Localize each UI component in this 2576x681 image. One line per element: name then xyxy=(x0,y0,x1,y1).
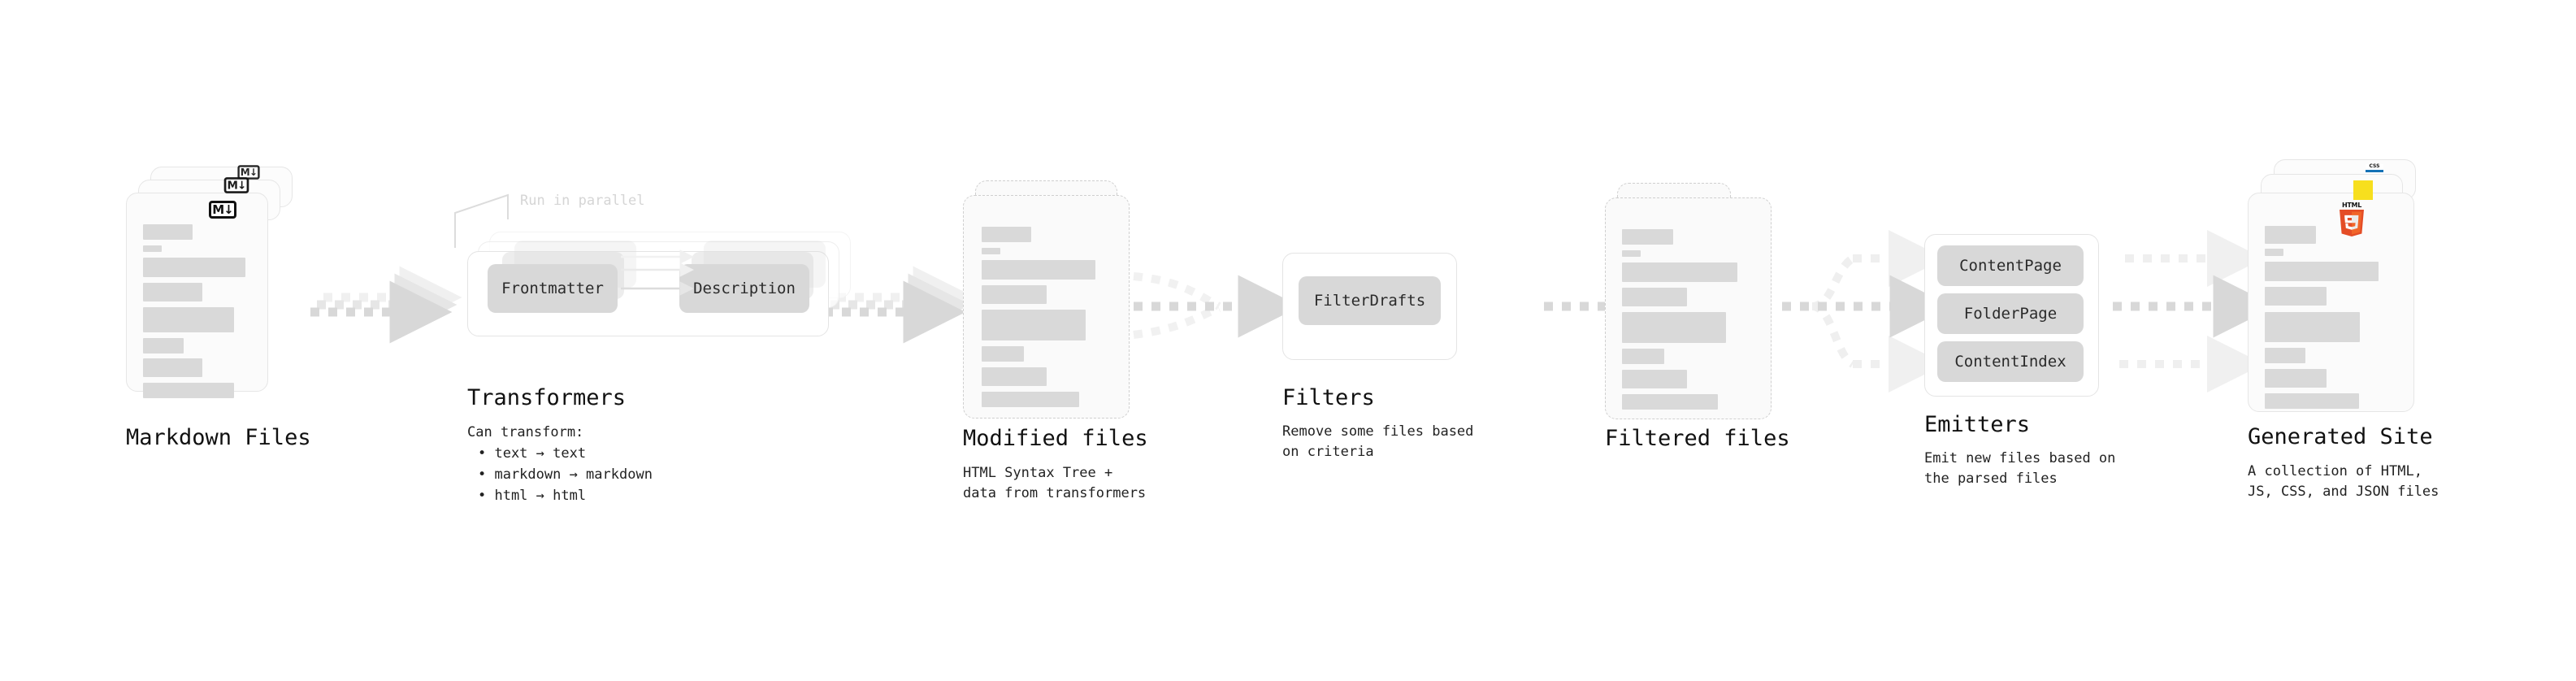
markdown-badge-label: M xyxy=(212,202,224,217)
css3-badge: CSS xyxy=(2366,164,2383,174)
markdown-arrow-glyph: ↓ xyxy=(249,166,258,178)
skeleton-bar xyxy=(982,310,1086,340)
generated-site-card-stack: CSS HTML xyxy=(2248,159,2416,412)
skeleton-bar xyxy=(982,227,1031,242)
css3-badge-label: CSS xyxy=(2369,163,2380,169)
skeleton-bar xyxy=(2265,287,2327,306)
skeleton-bar xyxy=(1622,229,1673,245)
bullet-item: • markdown → markdown xyxy=(478,466,653,483)
skeleton-bar xyxy=(2265,393,2359,409)
emitter-chip-folderpage[interactable]: FolderPage xyxy=(1937,293,2084,334)
html5-badge: HTML xyxy=(2338,202,2366,236)
html5-badge-word: HTML xyxy=(2341,202,2361,209)
stage-title-emitters: Emitters xyxy=(1924,412,2031,437)
skeleton-bar xyxy=(143,338,184,354)
skeleton-bar xyxy=(982,285,1047,304)
emitters-description: Emit new files based on the parsed files xyxy=(1924,450,2116,487)
skeleton-bar xyxy=(982,392,1079,407)
transformer-chip-label: Description xyxy=(693,280,796,297)
stage-title-generated-site: Generated Site xyxy=(2248,424,2433,449)
skeleton-bar xyxy=(982,260,1095,280)
connector-modified-to-filters xyxy=(1133,272,1301,339)
generated-site-description: A collection of HTML, JS, CSS, and JSON … xyxy=(2248,463,2439,500)
transformer-inner-arrows xyxy=(621,249,694,296)
javascript-badge xyxy=(2353,180,2373,200)
markdown-badge-label: M xyxy=(227,178,238,192)
connector-filtered-to-emitters xyxy=(1782,230,1953,393)
filter-chip-filterdrafts[interactable]: FilterDrafts xyxy=(1299,276,1441,325)
transformer-chip-description[interactable]: Description xyxy=(679,264,809,313)
skeleton-bar xyxy=(143,283,202,301)
skeleton-bar xyxy=(143,383,234,398)
skeleton-bar xyxy=(2265,348,2305,363)
css3-badge-bar xyxy=(2366,170,2383,172)
skeleton-bar xyxy=(2265,369,2327,388)
skeleton-bar xyxy=(2265,249,2283,256)
connector-md-to-transformers xyxy=(310,266,462,344)
modified-card-front xyxy=(963,195,1130,419)
stage-title-markdown-files: Markdown Files xyxy=(126,425,311,450)
transformers-bullet-list: • text → text • markdown → markdown • ht… xyxy=(478,443,653,506)
skeleton-bar xyxy=(143,307,234,332)
bullet-item: • text → text xyxy=(478,445,587,462)
skeleton-bar xyxy=(2265,312,2360,342)
connector-emitters-to-site xyxy=(2113,230,2276,393)
generated-card-front xyxy=(2248,193,2414,412)
filter-chip-label: FilterDrafts xyxy=(1313,292,1426,310)
skeleton-bar xyxy=(2265,262,2379,281)
stage-title-filters: Filters xyxy=(1282,385,1375,410)
emitter-chip-contentpage[interactable]: ContentPage xyxy=(1937,245,2084,286)
markdown-card-front xyxy=(126,193,268,398)
skeleton-bar xyxy=(2265,226,2316,244)
modified-files-description: HTML Syntax Tree + data from transformer… xyxy=(963,465,1147,501)
transformer-chip-frontmatter[interactable]: Frontmatter xyxy=(488,264,618,313)
markdown-arrow-glyph: ↓ xyxy=(237,178,246,192)
emitter-chip-label: FolderPage xyxy=(1963,305,2058,323)
skeleton-bar xyxy=(1622,370,1687,388)
filtered-card-front xyxy=(1605,197,1772,419)
filters-description: Remove some files based on criteria xyxy=(1282,423,1474,460)
markdown-arrow-glyph: ↓ xyxy=(223,202,234,217)
markdown-badge-mid: M↓ xyxy=(223,177,249,193)
stage-title-transformers: Transformers xyxy=(467,385,627,410)
transformers-description: Can transform: xyxy=(467,424,584,440)
emitter-chip-contentindex[interactable]: ContentIndex xyxy=(1937,341,2084,382)
transformer-chip-label: Frontmatter xyxy=(501,280,604,297)
skeleton-bar xyxy=(1622,262,1737,282)
skeleton-bar xyxy=(143,224,193,240)
emitter-chip-label: ContentIndex xyxy=(1954,353,2066,371)
stage-title-modified-files: Modified files xyxy=(963,426,1148,451)
emitter-chip-label: ContentPage xyxy=(1959,257,2062,275)
bullet-item: • html → html xyxy=(478,488,587,504)
skeleton-bar xyxy=(143,358,202,377)
skeleton-bar xyxy=(982,367,1047,386)
stage-title-filtered-files: Filtered files xyxy=(1605,426,1790,451)
run-in-parallel-note: Run in parallel xyxy=(520,193,645,209)
skeleton-bar xyxy=(1622,288,1687,306)
skeleton-bar xyxy=(143,245,162,252)
skeleton-bar xyxy=(1622,349,1664,364)
markdown-badge-label: M xyxy=(240,166,250,178)
markdown-badge-front: M↓ xyxy=(209,201,236,219)
skeleton-bar xyxy=(982,248,1000,254)
skeleton-bar xyxy=(982,346,1024,362)
skeleton-bar xyxy=(143,258,245,277)
skeleton-bar xyxy=(1622,250,1641,257)
skeleton-bar xyxy=(1622,394,1718,410)
skeleton-bar xyxy=(1622,312,1726,343)
